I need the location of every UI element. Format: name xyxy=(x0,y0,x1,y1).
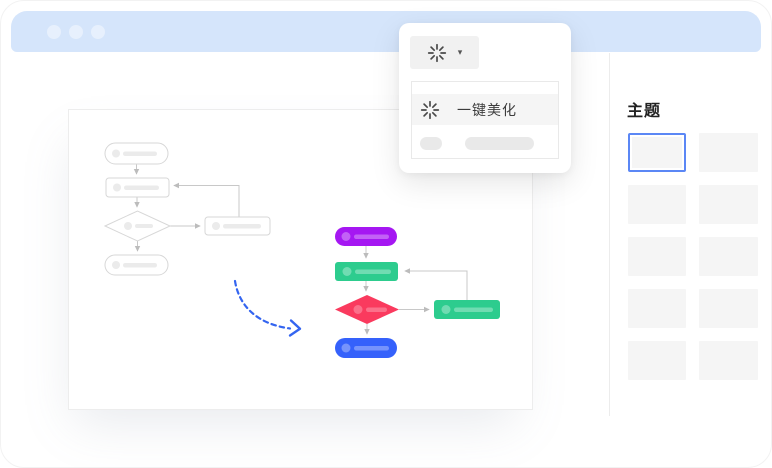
theme-grid xyxy=(628,133,758,380)
theme-thumbnail[interactable] xyxy=(699,289,758,328)
node-placeholder xyxy=(354,346,389,351)
node-placeholder xyxy=(342,267,352,276)
node-side-process-colored[interactable] xyxy=(434,300,500,319)
connector-feedback xyxy=(173,182,240,217)
node-placeholder xyxy=(124,222,132,230)
node-placeholder xyxy=(441,305,451,314)
theme-thumbnail[interactable] xyxy=(628,185,686,224)
flowchart-after xyxy=(335,227,500,358)
node-placeholder xyxy=(112,261,120,269)
node-placeholder xyxy=(135,224,153,228)
node-placeholder xyxy=(355,269,391,274)
theme-thumbnail[interactable] xyxy=(699,133,758,172)
node-placeholder xyxy=(341,343,351,353)
window-dot-icon xyxy=(91,25,105,39)
theme-thumbnail[interactable] xyxy=(628,289,686,328)
flowchart-graphic xyxy=(103,142,500,358)
theme-thumbnail[interactable] xyxy=(628,237,686,276)
theme-thumbnail[interactable] xyxy=(628,341,686,380)
window-dot-icon xyxy=(69,25,83,39)
node-placeholder xyxy=(353,305,363,314)
placeholder-label xyxy=(465,137,534,150)
theme-thumbnail-selected[interactable] xyxy=(628,133,686,172)
transform-arrow-icon xyxy=(233,279,302,337)
node-end-colored[interactable] xyxy=(335,338,397,358)
beautify-starburst-icon xyxy=(427,43,447,63)
node-placeholder xyxy=(212,222,220,230)
beautify-starburst-icon xyxy=(420,100,440,120)
beautify-toolbar-button[interactable]: ▾ xyxy=(410,36,479,69)
node-process-colored[interactable] xyxy=(335,262,398,281)
node-placeholder xyxy=(223,224,261,229)
node-placeholder xyxy=(354,234,389,239)
beautify-menu: 一键美化 xyxy=(411,81,559,159)
node-decision-colored[interactable] xyxy=(335,295,399,324)
node-placeholder xyxy=(366,307,387,312)
chevron-down-icon: ▾ xyxy=(457,47,463,57)
node-placeholder xyxy=(113,183,121,192)
window-dot-icon xyxy=(47,25,61,39)
menu-item-label: 一键美化 xyxy=(457,101,517,118)
connector-feedback xyxy=(404,268,468,300)
beautify-popup: ▾ xyxy=(399,23,571,173)
sidebar-title: 主题 xyxy=(627,103,662,120)
node-placeholder xyxy=(454,307,493,312)
window-controls xyxy=(47,25,105,39)
node-start-colored[interactable] xyxy=(335,227,397,246)
theme-thumbnail[interactable] xyxy=(699,237,758,276)
flowchart-before xyxy=(103,142,271,276)
node-placeholder xyxy=(124,185,159,190)
placeholder-icon xyxy=(420,137,442,150)
browser-header xyxy=(11,11,761,52)
sidebar-divider xyxy=(609,53,610,416)
menu-item-beautify[interactable]: 一键美化 xyxy=(412,94,558,125)
theme-thumbnail[interactable] xyxy=(699,185,758,224)
node-placeholder xyxy=(112,149,120,158)
theme-thumbnail[interactable] xyxy=(699,341,758,380)
menu-item-placeholder[interactable] xyxy=(412,137,558,150)
node-placeholder xyxy=(341,232,351,241)
node-placeholder xyxy=(123,263,157,268)
node-placeholder xyxy=(123,151,157,156)
